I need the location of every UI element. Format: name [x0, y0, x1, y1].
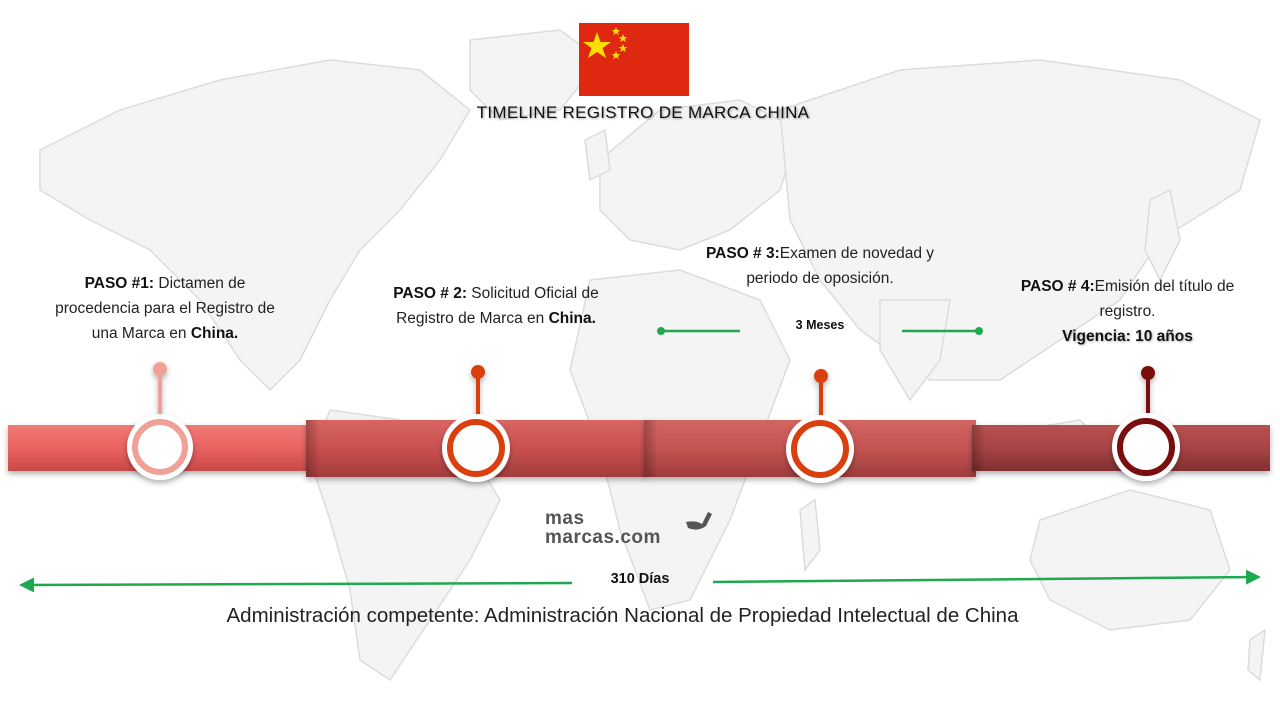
authority-text: Administración competente: Administració… — [226, 604, 1019, 627]
step-3-duration-line — [657, 327, 983, 335]
step-2-text: PASO # 2: Solicitud Oficial de Registro … — [382, 281, 610, 331]
flag-of-china-icon — [579, 23, 689, 96]
step-2-label: PASO # 2: — [393, 285, 467, 302]
step-3-description: Examen de novedad y periodo de oposición… — [746, 245, 935, 287]
total-duration-arrow — [19, 569, 1261, 593]
step-3-text: PASO # 3:Examen de novedad y periodo de … — [700, 241, 940, 291]
step-2-emphasis: China. — [548, 310, 596, 327]
step-1-emphasis: China. — [190, 325, 239, 342]
bird-logo-icon — [686, 512, 712, 530]
step-3-label: PASO # 3: — [705, 245, 780, 262]
masmarcas-logo: mas marcas.com — [545, 508, 661, 548]
step-4-description: Emisión del título de registro. — [1094, 278, 1235, 320]
step-1-marker — [127, 362, 193, 480]
step-4-validity: Vigencia: 10 años — [1062, 328, 1193, 345]
step-4-marker — [1112, 366, 1180, 481]
logo-line-1: mas — [545, 508, 585, 529]
step-1-description: Dictamen de procedencia para el Registro… — [55, 275, 275, 342]
step-3-marker — [786, 369, 854, 483]
logo-line-2: marcas.com — [545, 527, 661, 548]
timeline-title: TIMELINE REGISTRO DE MARCA CHINA — [476, 103, 810, 122]
step-2-marker — [442, 365, 510, 482]
step-1-label: PASO #1: — [84, 275, 155, 292]
step-3-duration: 3 Meses — [795, 318, 845, 332]
total-duration-label: 310 Días — [610, 571, 670, 587]
step-2-description: Solicitud Oficial de Registro de Marca e… — [396, 285, 599, 327]
step-1-text: PASO #1: Dictamen de procedencia para el… — [50, 271, 280, 346]
step-4-text: PASO # 4:Emisión del título de registro.… — [1005, 274, 1250, 349]
step-4-label: PASO # 4: — [1020, 278, 1095, 295]
